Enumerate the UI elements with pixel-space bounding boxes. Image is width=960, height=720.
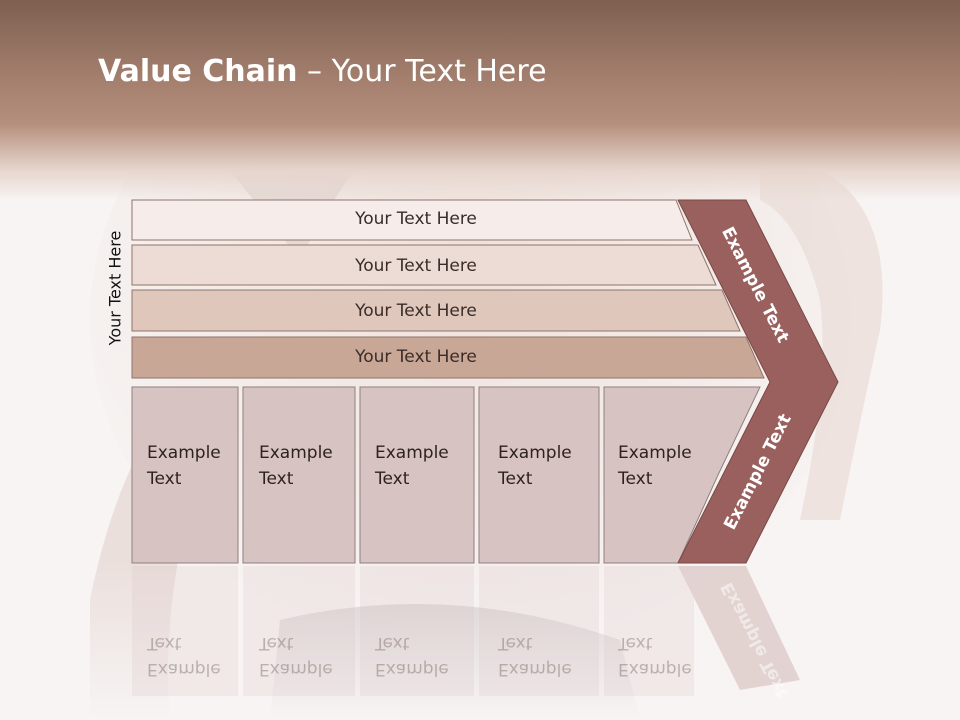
reflection-group xyxy=(132,566,800,696)
row-bar-3[interactable] xyxy=(131,289,741,332)
box-label-reflection-2: Example Text xyxy=(259,630,333,682)
box-reflection-4-line2: Text xyxy=(498,633,533,653)
row-bar-1[interactable] xyxy=(131,199,693,241)
box-reflection-1-line1: Example xyxy=(147,659,221,679)
chevron-reflection xyxy=(678,566,800,690)
row-label-3: Your Text Here xyxy=(355,301,477,321)
box-reflection-1-line2: Text xyxy=(147,633,182,653)
row-bar-2[interactable] xyxy=(131,244,717,286)
box-label-1-line2: Text xyxy=(147,469,182,489)
box-label-1-line1: Example xyxy=(147,443,221,463)
box-reflection-2 xyxy=(243,566,355,696)
box-5[interactable] xyxy=(603,386,761,564)
box-reflection-1 xyxy=(132,566,238,696)
box-label-reflection-4: Example Text xyxy=(498,630,572,682)
box-reflection-4 xyxy=(479,566,599,696)
box-label-2-line2: Text xyxy=(259,469,294,489)
header-band xyxy=(0,0,960,200)
box-reflection-3-line1: Example xyxy=(375,659,449,679)
box-reflection-5 xyxy=(604,566,694,696)
row-label-4: Your Text Here xyxy=(355,347,477,367)
box-3[interactable] xyxy=(359,386,475,564)
box-1[interactable] xyxy=(131,386,239,564)
box-reflection-5-line2: Text xyxy=(618,633,653,653)
box-2[interactable] xyxy=(242,386,356,564)
box-label-2-line1: Example xyxy=(259,443,333,463)
box-4[interactable] xyxy=(478,386,600,564)
slide-title: Value Chain – Your Text Here xyxy=(98,54,547,89)
chevron-arrow[interactable] xyxy=(677,199,839,564)
box-label-5-line1: Example xyxy=(618,443,692,463)
box-reflection-5-line1: Example xyxy=(618,659,692,679)
box-label-4-line1: Example xyxy=(498,443,572,463)
box-label-reflection-3: Example Text xyxy=(375,630,449,682)
box-label-4-line2: Text xyxy=(498,469,533,489)
box-reflection-2-line2: Text xyxy=(259,633,294,653)
row-bar-4[interactable] xyxy=(131,336,765,379)
box-label-3-line2: Text xyxy=(375,469,410,489)
box-label-reflection-5: Example Text xyxy=(618,630,692,682)
row-label-1: Your Text Here xyxy=(355,209,477,229)
box-reflection-3-line2: Text xyxy=(375,633,410,653)
box-reflection-4-line1: Example xyxy=(498,659,572,679)
box-label-reflection-1: Example Text xyxy=(147,630,221,682)
box-label-3-line1: Example xyxy=(375,443,449,463)
title-bold-part: Value Chain xyxy=(98,54,298,89)
box-reflection-3 xyxy=(360,566,474,696)
row-label-2: Your Text Here xyxy=(355,256,477,276)
box-reflection-2-line1: Example xyxy=(259,659,333,679)
box-label-5-line2: Text xyxy=(618,469,653,489)
title-rest-part: – Your Text Here xyxy=(297,54,547,89)
